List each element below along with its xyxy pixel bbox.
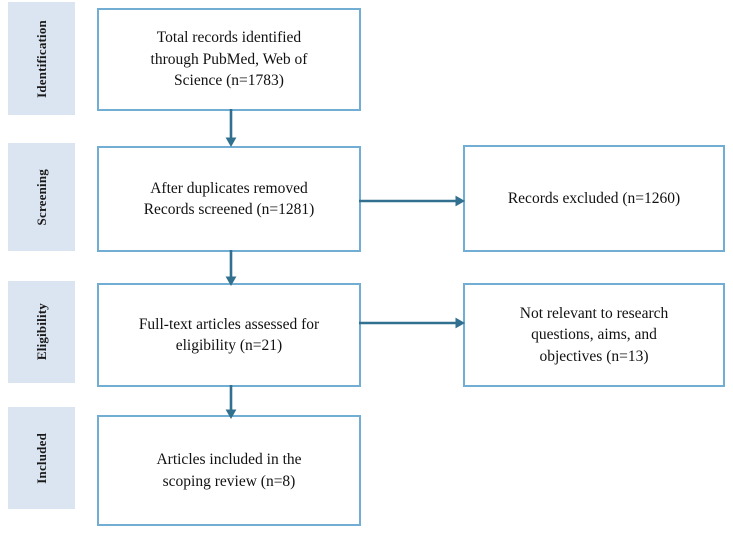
box-identification-text: Total records identified through PubMed,… [150, 29, 308, 90]
box-eligibility-excluded: Not relevant to research questions, aims… [463, 283, 725, 387]
box-eligibility-excluded-text: Not relevant to research questions, aims… [519, 304, 669, 365]
connector-identification-to-screening [222, 109, 240, 149]
box-included-text: Articles included in the scoping review … [156, 451, 302, 490]
box-screening-excluded-text: Records excluded (n=1260) [507, 189, 681, 207]
box-screening-excluded: Records excluded (n=1260) [463, 145, 725, 252]
stage-band-identification: Identification [8, 2, 75, 115]
arrow-down-icon [225, 250, 237, 286]
arrow-down-icon [225, 109, 237, 147]
stage-band-eligibility: Eligibility [8, 281, 75, 383]
stage-label-eligibility: Eligibility [33, 303, 49, 361]
stage-label-screening: Screening [33, 168, 49, 226]
connector-eligibility-to-included [222, 385, 240, 421]
box-screening-text: After duplicates removed Records screene… [143, 179, 315, 218]
arrow-down-icon [225, 385, 237, 419]
box-eligibility: Full-text articles assessed for eligibil… [97, 283, 361, 387]
box-included: Articles included in the scoping review … [97, 415, 361, 526]
box-identification: Total records identified through PubMed,… [97, 8, 361, 111]
box-screening: After duplicates removed Records screene… [97, 146, 361, 252]
arrow-right-icon [359, 317, 465, 329]
stage-label-included: Included [33, 432, 49, 484]
stage-band-included: Included [8, 407, 75, 509]
connector-screening-to-eligibility [222, 250, 240, 288]
arrow-right-icon [359, 195, 465, 207]
box-eligibility-text: Full-text articles assessed for eligibil… [138, 315, 320, 354]
connector-screening-to-excluded [359, 192, 469, 210]
connector-eligibility-to-excluded [359, 314, 469, 332]
stage-label-identification: Identification [33, 19, 49, 98]
stage-band-screening: Screening [8, 143, 75, 251]
